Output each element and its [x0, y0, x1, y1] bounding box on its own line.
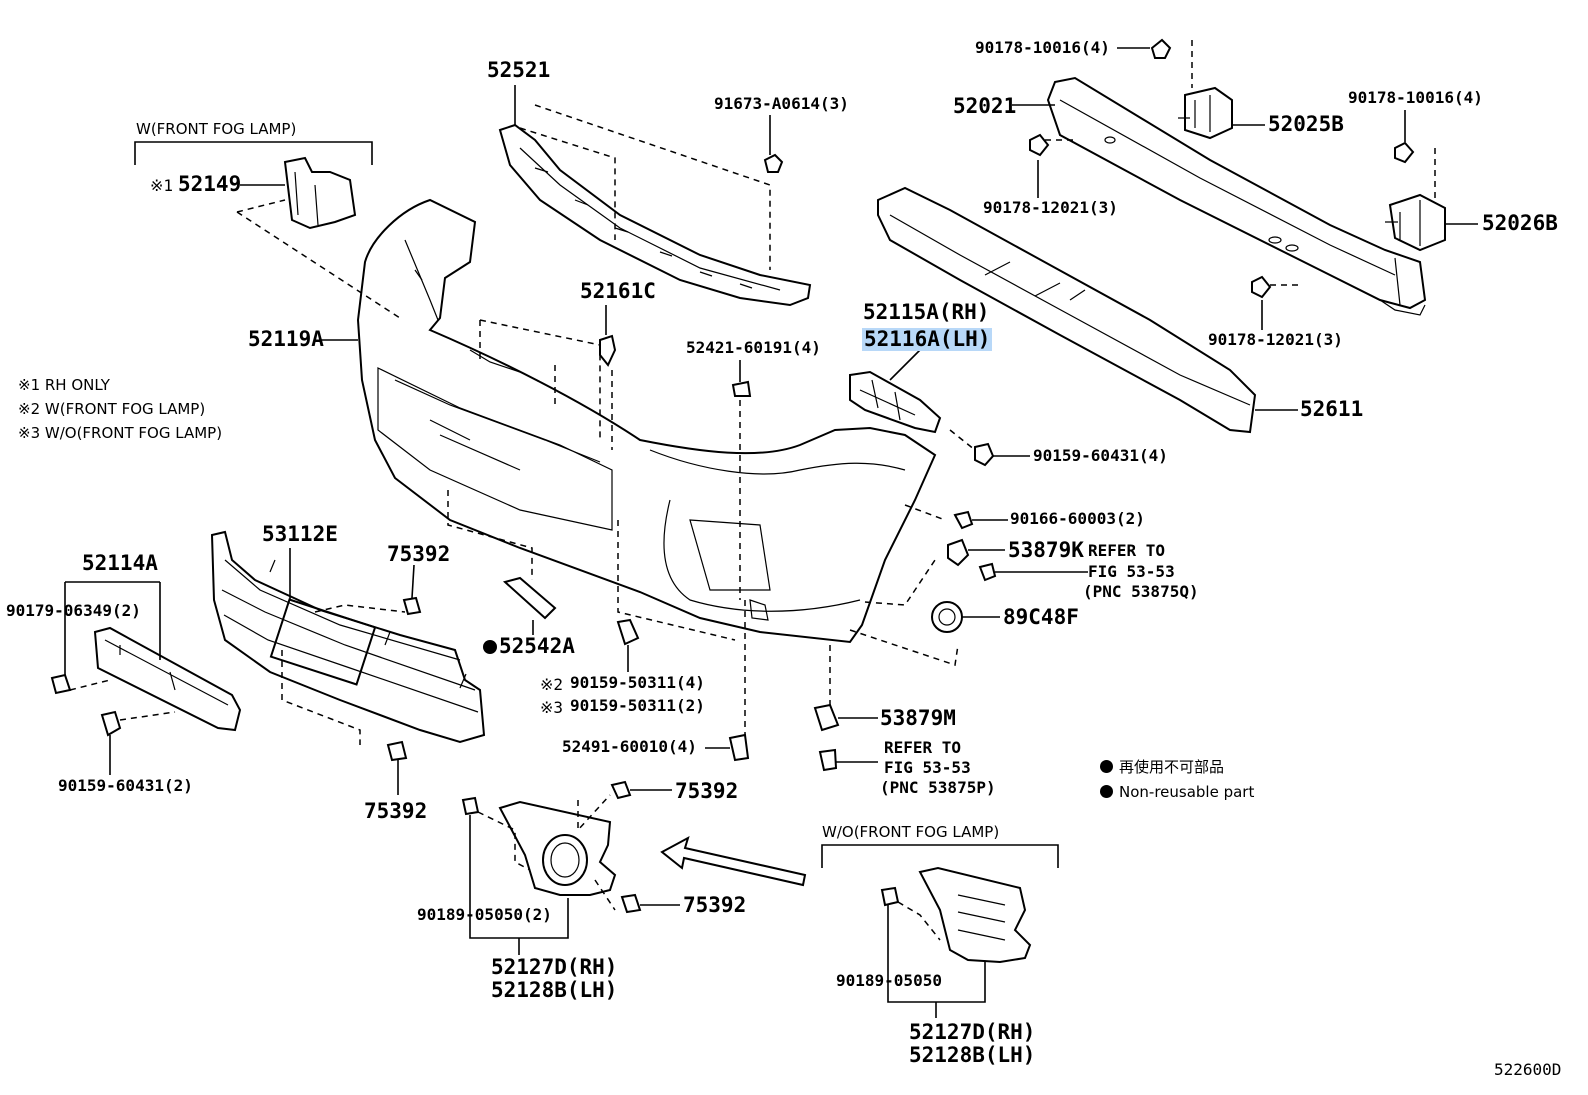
note-wo-fog: ※3 W/O(FRONT FOG LAMP) [18, 424, 223, 442]
refer1-line2: FIG 53-53 [1088, 562, 1175, 581]
label-52127d-b[interactable]: 52127D(RH) [909, 1020, 1036, 1044]
label-89c48f[interactable]: 89C48F [1003, 605, 1079, 629]
refer2-line2: FIG 53-53 [884, 758, 971, 777]
legend-non-reusable-jp: 再使用不可部品 [1100, 760, 1224, 775]
label-90159-60431-2[interactable]: 90159-60431(2) [58, 776, 193, 795]
label-75392-a[interactable]: 75392 [387, 542, 451, 566]
label-91673[interactable]: 91673-A0614(3) [714, 94, 849, 113]
label-90159-50311-b[interactable]: 90159-50311(2) [570, 696, 705, 715]
retainer-52521[interactable] [498, 123, 812, 307]
note-rh-only: ※1 RH ONLY [18, 376, 110, 394]
ring-89c48f[interactable] [931, 601, 963, 633]
label-52611[interactable]: 52611 [1300, 397, 1364, 421]
label-90189-2[interactable]: 90189-05050(2) [417, 905, 552, 924]
bracket-52025b[interactable] [1178, 86, 1233, 140]
fasteners [50, 38, 1415, 914]
diagram-id: 522600D [1494, 1060, 1562, 1079]
retainer-52116a[interactable] [849, 370, 942, 434]
bumper-cover[interactable] [356, 198, 937, 644]
group-without-fog-lamp: W/O(FRONT FOG LAMP) [822, 823, 1000, 841]
note-mark-2: ※2 [540, 675, 564, 694]
bezel-52127d-nofog[interactable] [918, 866, 1032, 964]
label-52491[interactable]: 52491-60010(4) [562, 737, 697, 756]
label-90178-10016-top[interactable]: 90178-10016(4) [975, 38, 1110, 57]
refer1-line1: REFER TO [1088, 541, 1166, 560]
label-52115a[interactable]: 52115A(RH) [863, 300, 990, 324]
label-90189[interactable]: 90189-05050 [836, 971, 942, 990]
label-90178-12021-a[interactable]: 90178-12021(3) [983, 198, 1118, 217]
label-52127d-a[interactable]: 52127D(RH) [491, 955, 618, 979]
label-53112e[interactable]: 53112E [262, 522, 338, 546]
label-52021[interactable]: 52021 [953, 94, 1017, 118]
arrow-icon [660, 835, 807, 887]
legend-non-reusable-en: Non-reusable part [1100, 785, 1254, 800]
label-53879m[interactable]: 53879M [880, 706, 956, 730]
label-75392-d[interactable]: 75392 [683, 893, 747, 917]
bullet-icon [1100, 760, 1113, 773]
label-90159-60431-4[interactable]: 90159-60431(4) [1033, 446, 1168, 465]
grille-53112e[interactable] [210, 530, 486, 744]
absorber-52611[interactable] [877, 186, 1257, 434]
label-52542a[interactable]: 52542A [499, 634, 575, 658]
bullet-icon [1100, 785, 1113, 798]
label-52116a[interactable]: 52116A(LH) [862, 327, 993, 351]
note-w-fog: ※2 W(FRONT FOG LAMP) [18, 400, 206, 418]
reinforcement-52021[interactable] [1046, 76, 1427, 316]
legend-en-text: Non-reusable part [1119, 783, 1255, 801]
label-90159-50311-a[interactable]: 90159-50311(4) [570, 673, 705, 692]
label-52114a[interactable]: 52114A [82, 551, 158, 575]
label-90179[interactable]: 90179-06349(2) [6, 601, 141, 620]
label-52161c[interactable]: 52161C [580, 279, 656, 303]
label-52149[interactable]: 52149 [178, 172, 242, 196]
label-53879k[interactable]: 53879K [1008, 538, 1084, 562]
label-52025b[interactable]: 52025B [1268, 112, 1344, 136]
label-75392-b[interactable]: 75392 [364, 799, 428, 823]
refer2-line1: REFER TO [884, 738, 962, 757]
label-75392-c[interactable]: 75392 [675, 779, 739, 803]
bracket-52149[interactable] [283, 156, 357, 230]
assembly-dashed-lines [69, 40, 1436, 941]
bracket-52114a[interactable] [93, 626, 242, 732]
label-90178-12021-b[interactable]: 90178-12021(3) [1208, 330, 1343, 349]
leader-lines [64, 47, 1478, 1018]
legend-jp-text: 再使用不可部品 [1119, 758, 1225, 776]
label-52128b-a[interactable]: 52128B(LH) [491, 978, 618, 1002]
label-90178-10016-right[interactable]: 90178-10016(4) [1348, 88, 1483, 107]
cover-52542a[interactable] [502, 576, 557, 620]
label-52026b[interactable]: 52026B [1482, 211, 1558, 235]
label-52119a[interactable]: 52119A [248, 327, 324, 351]
refer2-line3: (PNC 53875P) [880, 778, 996, 797]
refer1-line3: (PNC 53875Q) [1083, 582, 1199, 601]
label-90166[interactable]: 90166-60003(2) [1010, 509, 1145, 528]
bracket-52026b[interactable] [1385, 193, 1446, 252]
label-52421[interactable]: 52421-60191(4) [686, 338, 821, 357]
note-mark-52149: ※1 [150, 176, 174, 195]
label-52128b-b[interactable]: 52128B(LH) [909, 1043, 1036, 1067]
group-with-fog-lamp: W(FRONT FOG LAMP) [136, 120, 297, 138]
note-mark-3: ※3 [540, 698, 564, 717]
label-52521[interactable]: 52521 [487, 58, 551, 82]
bezel-52127d-fog[interactable] [498, 800, 617, 896]
